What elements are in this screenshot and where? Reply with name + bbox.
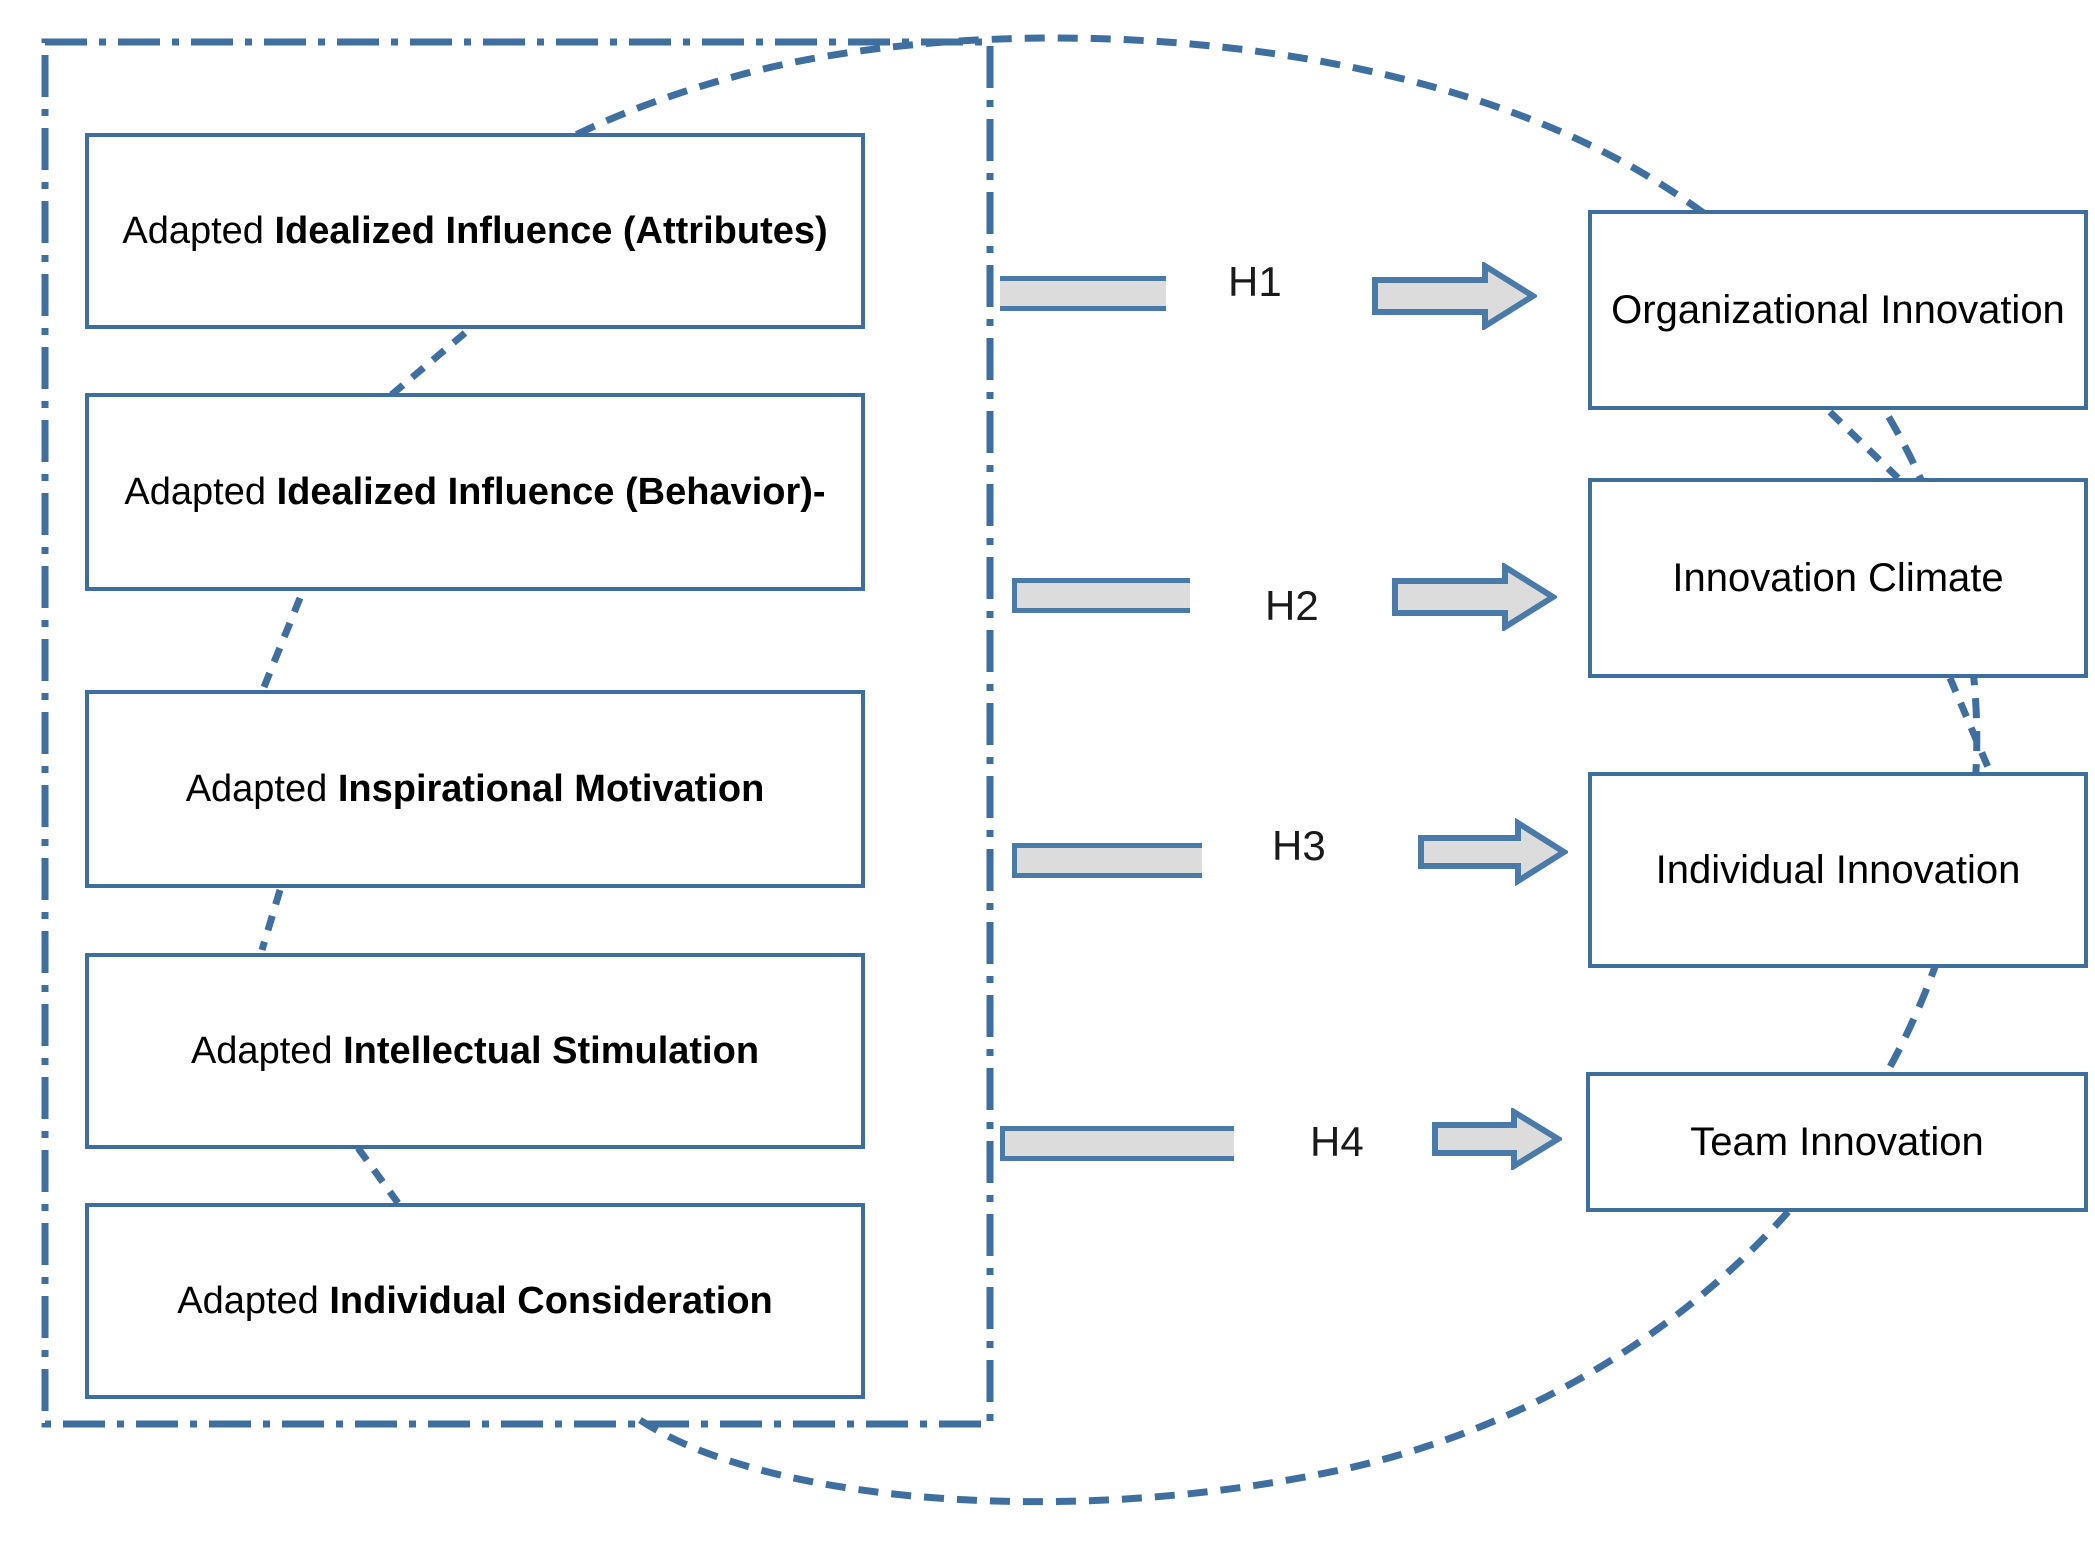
h2-connector-bar	[1012, 578, 1190, 613]
h4-arrow-icon	[1432, 1108, 1562, 1170]
right-box-label: Individual Innovation	[1655, 848, 2021, 892]
left-box-label: Adapted Idealized Influence (Attributes)	[122, 209, 828, 252]
h3-connector-bar	[1012, 843, 1202, 878]
h3-arrow-icon	[1418, 818, 1568, 886]
connector-box2-box3	[258, 596, 304, 694]
left-box-label: Adapted Individual Consideration	[177, 1279, 773, 1322]
connector-box4-box5	[355, 1145, 401, 1206]
left-box-idealized-influence-behavior[interactable]: Adapted Idealized Influence (Behavior)-	[85, 393, 865, 591]
left-box-label: Adapted Inspirational Motivation	[185, 767, 765, 810]
left-box-idealized-influence-attributes[interactable]: Adapted Idealized Influence (Attributes)	[85, 133, 865, 329]
h3-label: H3	[1272, 822, 1326, 869]
left-box-inspirational-motivation[interactable]: Adapted Inspirational Motivation	[85, 690, 865, 888]
connector-box1-box2	[387, 330, 468, 399]
connector-box3-box4	[258, 888, 284, 952]
right-box-organizational-innovation[interactable]: Organizational Innovation	[1588, 210, 2088, 410]
right-box-innovation-climate[interactable]: Innovation Climate	[1588, 478, 2088, 678]
right-box-individual-innovation[interactable]: Individual Innovation	[1588, 772, 2088, 968]
h4-connector-bar	[1000, 1126, 1234, 1161]
h1-label: H1	[1228, 258, 1282, 305]
left-box-label: Adapted Idealized Influence (Behavior)-	[124, 470, 826, 513]
h4-label: H4	[1310, 1118, 1364, 1165]
h2-label: H2	[1265, 582, 1319, 629]
right-box-label: Innovation Climate	[1672, 556, 2004, 600]
connector-right2-right3	[1946, 676, 1994, 774]
h2-arrow-icon	[1392, 563, 1557, 631]
connector-right1-right2	[1827, 409, 1901, 481]
right-box-label: Team Innovation	[1690, 1120, 1984, 1164]
right-box-team-innovation[interactable]: Team Innovation	[1586, 1072, 2088, 1212]
right-box-label: Organizational Innovation	[1611, 288, 2065, 332]
left-box-intellectual-stimulation[interactable]: Adapted Intellectual Stimulation	[85, 953, 865, 1149]
h1-connector-bar	[1000, 276, 1166, 311]
left-box-individual-consideration[interactable]: Adapted Individual Consideration	[85, 1203, 865, 1399]
h1-arrow-icon	[1372, 262, 1537, 330]
left-box-label: Adapted Intellectual Stimulation	[190, 1029, 760, 1072]
